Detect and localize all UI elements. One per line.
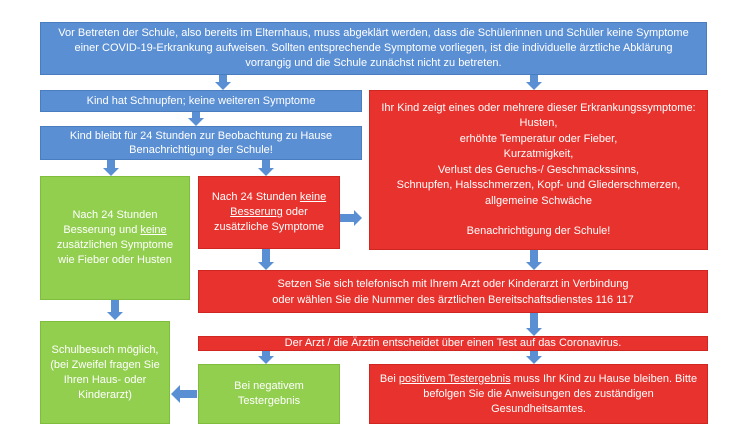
arrow-keine-besserung-to-arzt bbox=[258, 249, 274, 270]
symptome-notice: Benachrichtigung der Schule! bbox=[466, 225, 611, 237]
besserung-line-1: Nach 24 Stunden bbox=[72, 209, 158, 221]
intro-line-1: Vor Betreten der Schule, also bereits im… bbox=[58, 27, 689, 39]
symptome-line-4: Kurzatmigkeit, bbox=[503, 148, 574, 160]
symptome-line-2: Husten, bbox=[519, 117, 558, 129]
besserung-line-4: wie Fieber oder Husten bbox=[58, 254, 172, 266]
arrow-beobachtung-to-keine-besserung bbox=[258, 160, 274, 176]
beobachtung-line-1: Kind bleibt für 24 Stunden zur Beobachtu… bbox=[69, 129, 333, 142]
intro-line-3: vorrangig und die Schule zunächst nicht … bbox=[245, 57, 502, 69]
symptome-line-1: Ihr Kind zeigt eines oder mehrere dieser… bbox=[381, 101, 696, 114]
arrow-test-to-positiv bbox=[526, 350, 542, 364]
keine-besserung-box: Nach 24 Stunden keine Besserung oder zus… bbox=[198, 176, 340, 249]
arrow-symptome-to-arzt bbox=[526, 250, 542, 270]
negativ-line-2: Testergebnis bbox=[237, 395, 301, 407]
symptome-line-5: Verlust des Geruchs-/ Geschmackssinns, bbox=[437, 163, 640, 176]
arrow-schnupfen-to-beobachtung bbox=[188, 112, 204, 126]
positiv-box: Bei positivem Testergebnis muss Ihr Kind… bbox=[369, 364, 708, 424]
schulbesuch-line-3: Ihren Haus- oder bbox=[63, 373, 147, 386]
arzt-kontakt-line-1: Setzen Sie sich telefonisch mit Ihrem Ar… bbox=[277, 277, 629, 290]
symptome-line-6: Schnupfen, Halsschmerzen, Kopf- und Glie… bbox=[396, 179, 681, 191]
negativ-line-1: Bei negativem bbox=[234, 380, 304, 392]
positiv-line-1: Bei positivem Testergebnis muss Ihr Kind… bbox=[379, 372, 698, 385]
symptome-line-3: erhöhte Temperatur oder Fieber, bbox=[459, 132, 618, 145]
arrow-negativ-to-schulbesuch bbox=[171, 385, 197, 403]
beobachtung-box: Kind bleibt für 24 Stunden zur Beobachtu… bbox=[40, 126, 362, 160]
negativ-box: Bei negativem Testergebnis bbox=[198, 364, 340, 424]
besserung-box: Nach 24 Stunden Besserung und keine zusä… bbox=[40, 176, 190, 300]
keine-besserung-line-1: Nach 24 Stunden keine bbox=[211, 191, 327, 203]
arrow-keine-besserung-to-symptome bbox=[340, 210, 362, 226]
schnupfen-text: Kind hat Schnupfen; keine weiteren Sympt… bbox=[86, 94, 316, 107]
schulbesuch-line-2: (bei Zweifel fragen Sie bbox=[50, 358, 160, 371]
beobachtung-line-2: Benachrichtigung der Schule! bbox=[129, 144, 273, 156]
test-text: Der Arzt / die Ärztin entscheidet über e… bbox=[284, 337, 622, 350]
intro-box: Vor Betreten der Schule, also bereits im… bbox=[40, 22, 707, 75]
arrow-arzt-to-test bbox=[526, 313, 542, 336]
symptome-line-7: allgemeine Schwäche bbox=[484, 194, 592, 207]
arrow-besserung-to-schulbesuch bbox=[107, 300, 123, 320]
arzt-kontakt-box: Setzen Sie sich telefonisch mit Ihrem Ar… bbox=[198, 270, 708, 313]
arrow-intro-to-symptome bbox=[526, 75, 542, 90]
positiv-line-2: befolgen Sie die Anweisungen des zuständ… bbox=[423, 387, 654, 415]
symptome-box: Ihr Kind zeigt eines oder mehrere dieser… bbox=[369, 90, 708, 250]
keine-besserung-line-3: zusätzliche Symptome bbox=[213, 221, 325, 233]
besserung-line-2: Besserung und keine bbox=[63, 224, 167, 236]
keine-besserung-line-2: Besserung oder bbox=[230, 206, 308, 218]
schulbesuch-line-4: Kinderarzt) bbox=[78, 388, 132, 401]
arrow-intro-to-schnupfen bbox=[215, 75, 231, 90]
arrow-test-to-negativ bbox=[258, 350, 274, 364]
schulbesuch-box: Schulbesuch möglich, (bei Zweifel fragen… bbox=[40, 321, 170, 424]
arrow-beobachtung-to-besserung bbox=[103, 160, 119, 176]
besserung-line-3: zusätzlichen Symptome bbox=[56, 239, 174, 251]
schulbesuch-line-1: Schulbesuch möglich, bbox=[51, 343, 159, 356]
test-box: Der Arzt / die Ärztin entscheidet über e… bbox=[198, 336, 708, 351]
schnupfen-box: Kind hat Schnupfen; keine weiteren Sympt… bbox=[40, 90, 362, 112]
intro-line-2: einer COVID-19-Erkrankung aufweisen. Sol… bbox=[74, 42, 673, 54]
arzt-kontakt-line-2: oder wählen Sie die Nummer des ärztliche… bbox=[272, 293, 634, 306]
